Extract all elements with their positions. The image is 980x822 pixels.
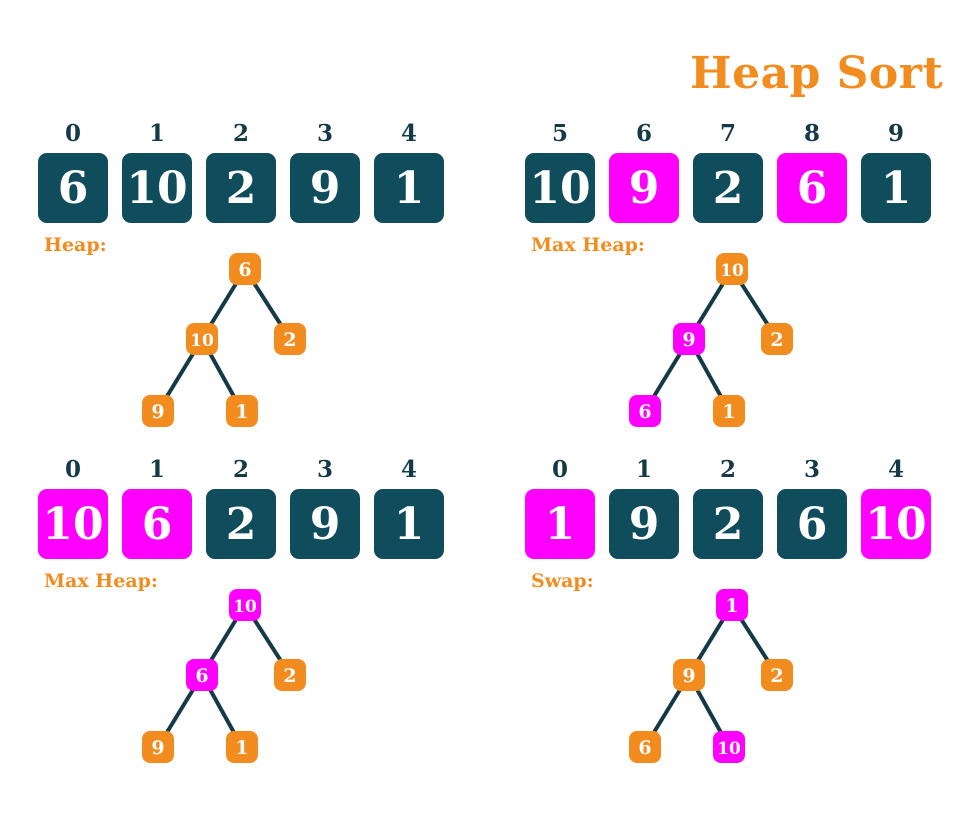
page-title: Heap Sort bbox=[690, 48, 944, 99]
array-index: 2 bbox=[232, 120, 249, 147]
array-index: 6 bbox=[635, 120, 652, 147]
tree-node: 2 bbox=[761, 659, 793, 691]
heap-tree: 1 9 2 6 10 bbox=[629, 589, 793, 763]
array-cell: 1 bbox=[374, 489, 444, 559]
array-index: 2 bbox=[719, 456, 736, 483]
panel-label: Max Heap: bbox=[44, 570, 158, 592]
tree-node-value: 10 bbox=[233, 597, 257, 617]
tree-node-value: 10 bbox=[720, 261, 744, 281]
tree-node: 1 bbox=[713, 395, 745, 427]
array-index: 4 bbox=[400, 120, 417, 147]
array-cell: 6 bbox=[122, 489, 192, 559]
tree-node-value: 6 bbox=[638, 737, 651, 759]
array-cell: 6 bbox=[777, 489, 847, 559]
array-cell: 1 bbox=[861, 153, 931, 223]
array-cell: 1 bbox=[374, 153, 444, 223]
array-cell: 2 bbox=[206, 153, 276, 223]
tree-node-value: 9 bbox=[151, 401, 164, 423]
heap-tree: 10 6 2 9 1 bbox=[142, 589, 306, 763]
tree-node: 2 bbox=[274, 659, 306, 691]
array-index: 7 bbox=[719, 120, 736, 147]
array-cell: 9 bbox=[290, 153, 360, 223]
tree-node: 10 bbox=[716, 253, 748, 285]
tree-node-value: 1 bbox=[235, 401, 248, 423]
tree-node-value: 2 bbox=[770, 665, 783, 687]
tree-node-value: 9 bbox=[682, 665, 695, 687]
array-index: 4 bbox=[400, 456, 417, 483]
array-index: 8 bbox=[803, 120, 820, 147]
tree-node: 1 bbox=[716, 589, 748, 621]
array-cell: 10 bbox=[861, 489, 931, 559]
heap-tree: 6 10 2 9 1 bbox=[142, 253, 306, 427]
array-index: 2 bbox=[232, 456, 249, 483]
tree-node: 6 bbox=[186, 659, 218, 691]
tree-node: 10 bbox=[713, 731, 745, 763]
tree-node-value: 2 bbox=[770, 329, 783, 351]
panel-label: Max Heap: bbox=[531, 234, 645, 256]
array-index: 1 bbox=[148, 120, 165, 147]
tree-node-value: 1 bbox=[722, 401, 735, 423]
tree-node: 1 bbox=[226, 731, 258, 763]
heap-tree: 10 9 2 6 1 bbox=[629, 253, 793, 427]
tree-node: 2 bbox=[274, 323, 306, 355]
tree-node-value: 1 bbox=[235, 737, 248, 759]
tree-node: 1 bbox=[226, 395, 258, 427]
array-index: 1 bbox=[148, 456, 165, 483]
array-cell: 2 bbox=[693, 153, 763, 223]
tree-node-value: 10 bbox=[717, 739, 741, 759]
tree-node: 9 bbox=[673, 323, 705, 355]
array-index: 3 bbox=[316, 456, 333, 483]
array-index: 0 bbox=[64, 456, 81, 483]
array-cell: 10 bbox=[38, 489, 108, 559]
array-index: 1 bbox=[635, 456, 652, 483]
tree-node-value: 2 bbox=[283, 329, 296, 351]
panel-label: Heap: bbox=[44, 234, 107, 256]
array-cell: 6 bbox=[777, 153, 847, 223]
tree-node: 6 bbox=[229, 253, 261, 285]
array-cell: 10 bbox=[525, 153, 595, 223]
array-cell: 9 bbox=[290, 489, 360, 559]
array-index: 3 bbox=[803, 456, 820, 483]
array-cell: 2 bbox=[206, 489, 276, 559]
panel-label: Swap: bbox=[531, 570, 594, 592]
array-cell: 1 bbox=[525, 489, 595, 559]
tree-node-value: 6 bbox=[195, 665, 208, 687]
tree-node-value: 6 bbox=[238, 259, 251, 281]
array-cell: 9 bbox=[609, 489, 679, 559]
array-index: 4 bbox=[887, 456, 904, 483]
array-cell: 10 bbox=[122, 153, 192, 223]
tree-node-value: 9 bbox=[151, 737, 164, 759]
array-cell: 6 bbox=[38, 153, 108, 223]
tree-node: 9 bbox=[142, 731, 174, 763]
tree-node-value: 1 bbox=[725, 595, 738, 617]
tree-node-value: 2 bbox=[283, 665, 296, 687]
array-index: 5 bbox=[551, 120, 568, 147]
array-cell: 9 bbox=[609, 153, 679, 223]
array-index: 0 bbox=[551, 456, 568, 483]
tree-node: 9 bbox=[142, 395, 174, 427]
tree-node: 9 bbox=[673, 659, 705, 691]
array-index: 3 bbox=[316, 120, 333, 147]
tree-node-value: 10 bbox=[190, 331, 214, 351]
array-index: 0 bbox=[64, 120, 81, 147]
tree-node: 2 bbox=[761, 323, 793, 355]
array-cell: 2 bbox=[693, 489, 763, 559]
tree-node: 6 bbox=[629, 731, 661, 763]
tree-node-value: 9 bbox=[682, 329, 695, 351]
tree-node: 6 bbox=[629, 395, 661, 427]
array-index: 9 bbox=[887, 120, 904, 147]
tree-node-value: 6 bbox=[638, 401, 651, 423]
tree-node: 10 bbox=[229, 589, 261, 621]
tree-node: 10 bbox=[186, 323, 218, 355]
